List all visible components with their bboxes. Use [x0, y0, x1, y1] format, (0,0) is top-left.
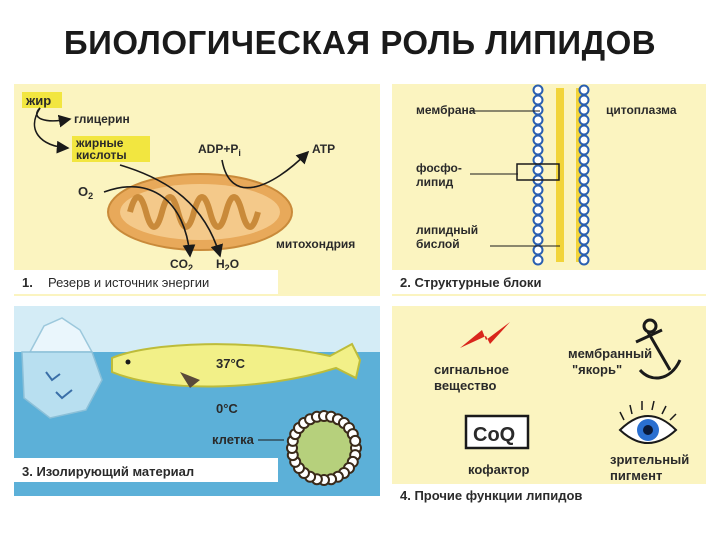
membrane-label: мембрана	[416, 103, 476, 117]
lipid-bilayer-icon	[516, 84, 590, 266]
phospholipid-head	[578, 94, 590, 106]
anchor-label-line1: мембранный	[568, 346, 652, 361]
signal-label-line1: сигнальное	[434, 362, 509, 377]
cytoplasm-label: цитоплазма	[606, 103, 677, 117]
phospholipid-label-line2: липид	[416, 175, 454, 189]
cell-membrane-bead	[349, 434, 362, 447]
mitochondria-label: митохондрия	[276, 237, 355, 251]
oxygen-label: O2	[78, 184, 93, 201]
panel-structure-bg	[392, 84, 706, 296]
fatty-acids-label-line1: жирные	[75, 136, 124, 150]
phospholipid-head	[532, 194, 544, 206]
cofactor-label: кофактор	[468, 462, 530, 477]
phospholipid-head	[532, 184, 544, 196]
panel4-caption: 4. Прочие функции липидов	[400, 488, 582, 503]
phospholipid-head	[578, 234, 590, 246]
phospholipid-head	[578, 164, 590, 176]
panel2-caption: 2. Структурные блоки	[400, 275, 541, 290]
pigment-label-line1: зрительный	[610, 452, 689, 467]
coq-box	[464, 414, 530, 450]
phospholipid-head	[578, 124, 590, 136]
phospholipid-head	[532, 154, 544, 166]
glycerol-label: глицерин	[74, 112, 130, 126]
phospholipid-head	[578, 134, 590, 146]
mitochondrion-icon	[107, 173, 293, 251]
phospholipid-head	[578, 104, 590, 116]
phospholipid-head	[578, 184, 590, 196]
phospholipid-head	[532, 104, 544, 116]
panel3-caption: 3. Изолирующий материал	[22, 464, 194, 479]
cold-temperature-label: 0°C	[216, 401, 238, 416]
panel1-caption-bg	[14, 270, 278, 294]
signal-lightning-icon	[460, 322, 510, 348]
phospholipid-head	[532, 84, 544, 96]
phospholipid-head	[532, 244, 544, 256]
panel4-caption-bg	[392, 484, 706, 506]
atp-label: ATP	[312, 142, 335, 156]
whale-icon	[111, 342, 362, 388]
pigment-label-line2: пигмент	[610, 468, 662, 483]
phospholipid-head	[578, 204, 590, 216]
phospholipid-head	[532, 204, 544, 216]
fat-label-highlight	[22, 92, 62, 108]
phospholipid-head	[532, 134, 544, 146]
panel2-caption-bg	[392, 270, 706, 294]
bilayer-label-line1: липидный	[416, 223, 478, 237]
fat-cell-icon	[286, 410, 362, 486]
page-title: БИОЛОГИЧЕСКАЯ РОЛЬ ЛИПИДОВ	[63, 24, 657, 61]
phospholipid-head	[532, 214, 544, 226]
anchor-label-line2: "якорь"	[572, 362, 622, 377]
cell-label: клетка	[212, 432, 255, 447]
phospholipid-highlight-box	[516, 163, 560, 181]
coq-label: CoQ	[473, 424, 515, 446]
phospholipid-head	[532, 114, 544, 126]
phospholipid-label-line1: фосфо-	[416, 161, 462, 175]
panel1-number: 1.	[22, 275, 33, 290]
phospholipid-head	[532, 254, 544, 266]
fat-label: жир	[25, 93, 51, 108]
phospholipid-head	[578, 224, 590, 236]
phospholipid-head	[532, 164, 544, 176]
phospholipid-head	[532, 224, 544, 236]
phospholipid-head	[532, 94, 544, 106]
cell-label-bg	[208, 432, 258, 448]
co2-label: CO2	[170, 257, 193, 273]
phospholipid-head	[532, 124, 544, 136]
bilayer-label-line2: бислой	[416, 237, 460, 251]
warm-temperature-label: 37°C	[216, 356, 246, 371]
phospholipid-head	[532, 144, 544, 156]
energy-arrows	[33, 107, 310, 258]
panel3-caption-bg	[14, 458, 278, 482]
phospholipid-head	[578, 154, 590, 166]
water-label: H2O	[216, 257, 239, 273]
phospholipid-head	[578, 174, 590, 186]
adp-label: ADP+Pi	[198, 142, 241, 158]
phospholipid-head	[578, 144, 590, 156]
phospholipid-head	[578, 84, 590, 96]
fatty-acids-highlight	[72, 136, 150, 162]
fatty-acids-label-line2: кислоты	[76, 148, 127, 162]
phospholipid-head	[578, 244, 590, 256]
signal-label-line2: вещество	[434, 378, 496, 393]
eye-icon	[618, 400, 678, 444]
phospholipid-head	[578, 194, 590, 206]
panel1-caption: Резерв и источник энергии	[48, 275, 209, 290]
phospholipid-head	[578, 254, 590, 266]
anchor-icon	[635, 318, 682, 380]
phospholipid-head	[578, 214, 590, 226]
phospholipid-head	[532, 234, 544, 246]
iceberg-icon	[21, 317, 103, 419]
phospholipid-head	[578, 114, 590, 126]
